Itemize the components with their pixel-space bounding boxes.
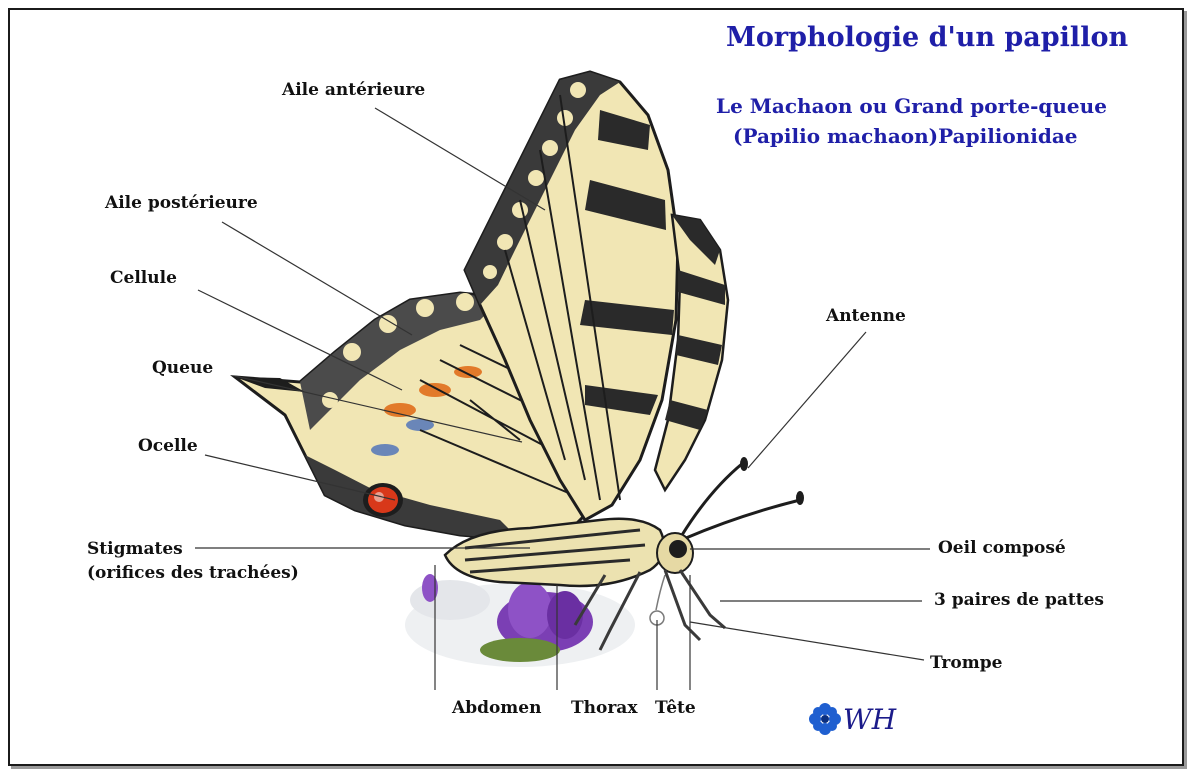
label-trompe: Trompe <box>930 653 1002 673</box>
label-queue: Queue <box>152 358 213 378</box>
label-stigmates-detail: (orifices des trachées) <box>87 563 299 583</box>
blue-flower-icon <box>808 702 842 736</box>
label-abdomen: Abdomen <box>452 698 541 718</box>
label-ocelle: Ocelle <box>138 436 198 456</box>
label-aile-anterieure: Aile antérieure <box>282 80 425 100</box>
label-antenne: Antenne <box>826 306 906 326</box>
label-tete: Tête <box>655 698 696 718</box>
diagram-title: Morphologie d'un papillon <box>726 22 1128 53</box>
label-aile-posterieure: Aile postérieure <box>105 193 258 213</box>
subtitle-scientific-name: (Papilio machaon)Papilionidae <box>733 124 1078 148</box>
label-stigmates: Stigmates <box>87 539 183 559</box>
label-oeil-compose: Oeil composé <box>938 538 1066 558</box>
label-thorax: Thorax <box>571 698 637 718</box>
label-cellule: Cellule <box>110 268 177 288</box>
logo-initials: WH <box>843 703 896 736</box>
flower-illustration <box>405 574 635 667</box>
subtitle-common-name: Le Machaon ou Grand porte-queue <box>716 94 1107 118</box>
label-pattes: 3 paires de pattes <box>934 590 1104 610</box>
